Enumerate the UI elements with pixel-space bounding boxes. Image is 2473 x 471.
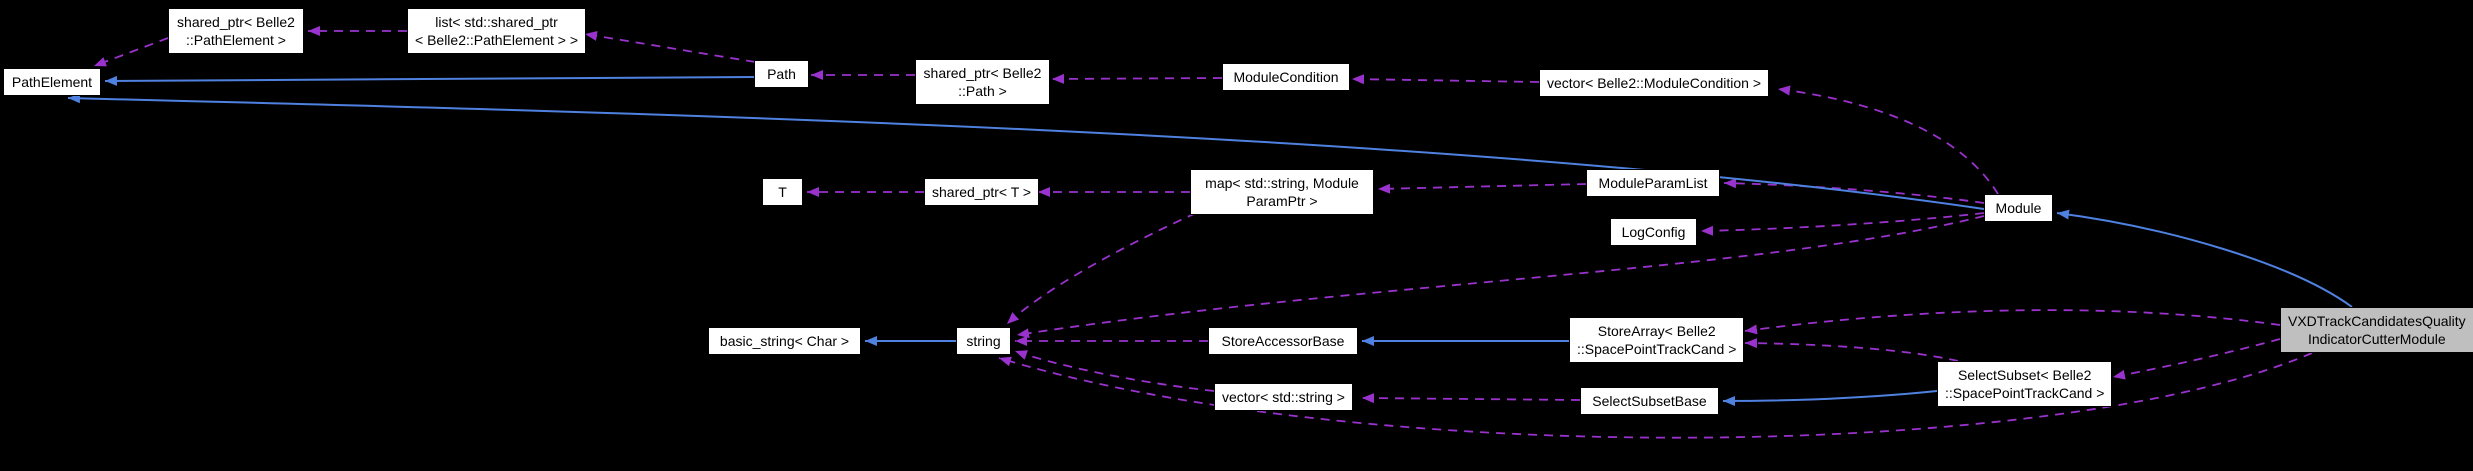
node-module[interactable]: Module [1984,194,2053,222]
node-vxdtrackcandidatesqualityindicatorcuttermodule: VXDTrackCandidatesQuality IndicatorCutte… [2280,307,2473,353]
node-path[interactable]: Path [754,60,809,88]
edge-sharedptr-pathelement-to-pathelement [93,37,169,67]
node-map-string-moduleparamptr[interactable]: map< std::string, Module ParamPtr > [1190,169,1374,215]
edge-moduleparamlist-to-map [1377,183,1587,194]
edge-modulecondition-to-sharedptr-path [1051,73,1223,84]
node-string[interactable]: string [956,327,1011,355]
edge-path-inherits-pathelement [104,75,755,86]
edge-vector-modulecondition-to-modulecondition [1351,74,1540,85]
edge-vxdmodule-to-string [998,352,2313,439]
edge-vxdmodule-inherits-module [2056,209,2353,308]
edge-module-inherits-pathelement [67,93,1985,210]
node-selectsubset-spacepointtrackcand[interactable]: SelectSubset< Belle2 ::SpacePointTrackCa… [1937,361,2113,407]
edge-module-to-moduleparamlist [1723,178,1985,204]
node-basic-string-char[interactable]: basic_string< Char > [708,327,861,355]
node-moduleparamlist[interactable]: ModuleParamList [1586,169,1720,197]
node-modulecondition[interactable]: ModuleCondition [1222,63,1350,91]
node-shared-ptr-pathelement[interactable]: shared_ptr< Belle2 ::PathElement > [168,8,304,54]
node-list-shared-ptr-pathelement[interactable]: list< std::shared_ptr < Belle2::PathElem… [407,8,587,54]
edge-map-to-string [1006,212,1197,325]
node-pathelement[interactable]: PathElement [3,68,101,96]
node-shared-ptr-path[interactable]: shared_ptr< Belle2 ::Path > [915,59,1050,105]
node-vector-string[interactable]: vector< std::string > [1214,383,1353,411]
edge-vxdmodule-to-storearray [1744,309,2281,335]
edge-module-to-vector-modulecondition [1777,85,1999,195]
edge-path-to-list [584,31,756,63]
node-selectsubsetbase[interactable]: SelectSubsetBase [1580,387,1719,415]
edge-vector-string-to-string [1014,350,1215,392]
node-shared-ptr-t[interactable]: shared_ptr< T > [924,178,1040,206]
edge-module-to-logconfig [1700,212,1985,236]
edge-selectsubset-to-storearray [1744,338,1959,362]
node-storeaccessorbase[interactable]: StoreAccessorBase [1208,327,1358,355]
node-storearray-spacepointtrackcand[interactable]: StoreArray< Belle2 ::SpacePointTrackCand… [1569,317,1745,363]
edge-vxdmodule-to-selectsubset [2112,338,2281,380]
node-logconfig[interactable]: LogConfig [1610,218,1697,246]
edge-selectsubsetbase-to-vector-string [1361,393,1581,404]
node-vector-modulecondition[interactable]: vector< Belle2::ModuleCondition > [1539,69,1770,97]
edge-module-to-string [1016,215,1985,339]
edge-selectsubset-inherits-selectsubsetbase [1722,390,1938,406]
node-t[interactable]: T [762,178,803,206]
